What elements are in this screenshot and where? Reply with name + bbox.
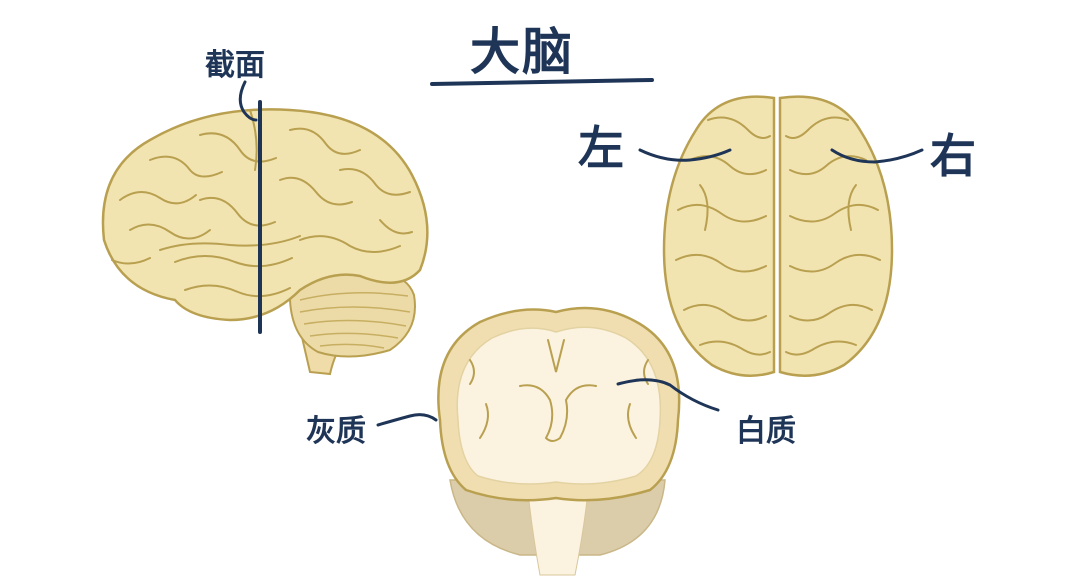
white-matter-leader (616, 378, 720, 412)
brain-coronal-section (376, 306, 720, 576)
white-matter-label: 白质 (736, 414, 796, 449)
gray-matter-leader (376, 413, 438, 427)
brain-top-view (638, 95, 924, 377)
section-leader (238, 80, 258, 122)
white-matter-core (456, 326, 662, 485)
section-label: 截面 (205, 48, 265, 83)
right-leader (830, 148, 924, 164)
diagram-title: 大脑 (470, 23, 574, 81)
brain-side-view (101, 80, 429, 376)
left-leader (638, 148, 732, 162)
title-underline (430, 78, 654, 86)
gray-matter-label: 灰质 (306, 414, 366, 449)
left-label: 左 (578, 121, 624, 175)
right-label: 右 (930, 129, 976, 183)
cerebrum (101, 108, 429, 322)
right-hemisphere (778, 95, 894, 377)
left-hemisphere (662, 95, 776, 377)
